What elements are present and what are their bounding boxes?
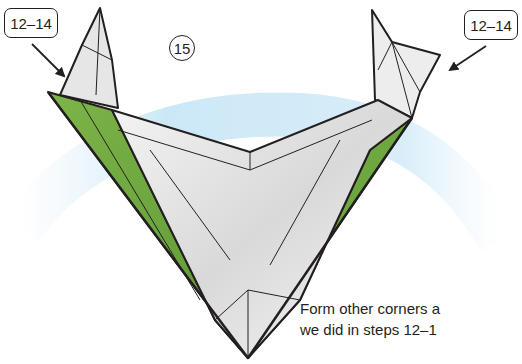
left-horn <box>60 8 118 108</box>
callout-text: 12–14 <box>10 15 52 32</box>
step-number-text: 15 <box>174 40 191 57</box>
white-interior <box>112 100 412 358</box>
callout-box: 12–14 <box>464 10 518 40</box>
callout-text: 12–14 <box>470 17 512 34</box>
step-number: 15 <box>169 35 195 61</box>
instruction-note: Form other corners a we did in steps 12–… <box>300 298 452 340</box>
leader-arrow <box>450 46 486 70</box>
callout-box: 12–14 <box>4 8 58 38</box>
leader-arrow <box>32 44 64 76</box>
